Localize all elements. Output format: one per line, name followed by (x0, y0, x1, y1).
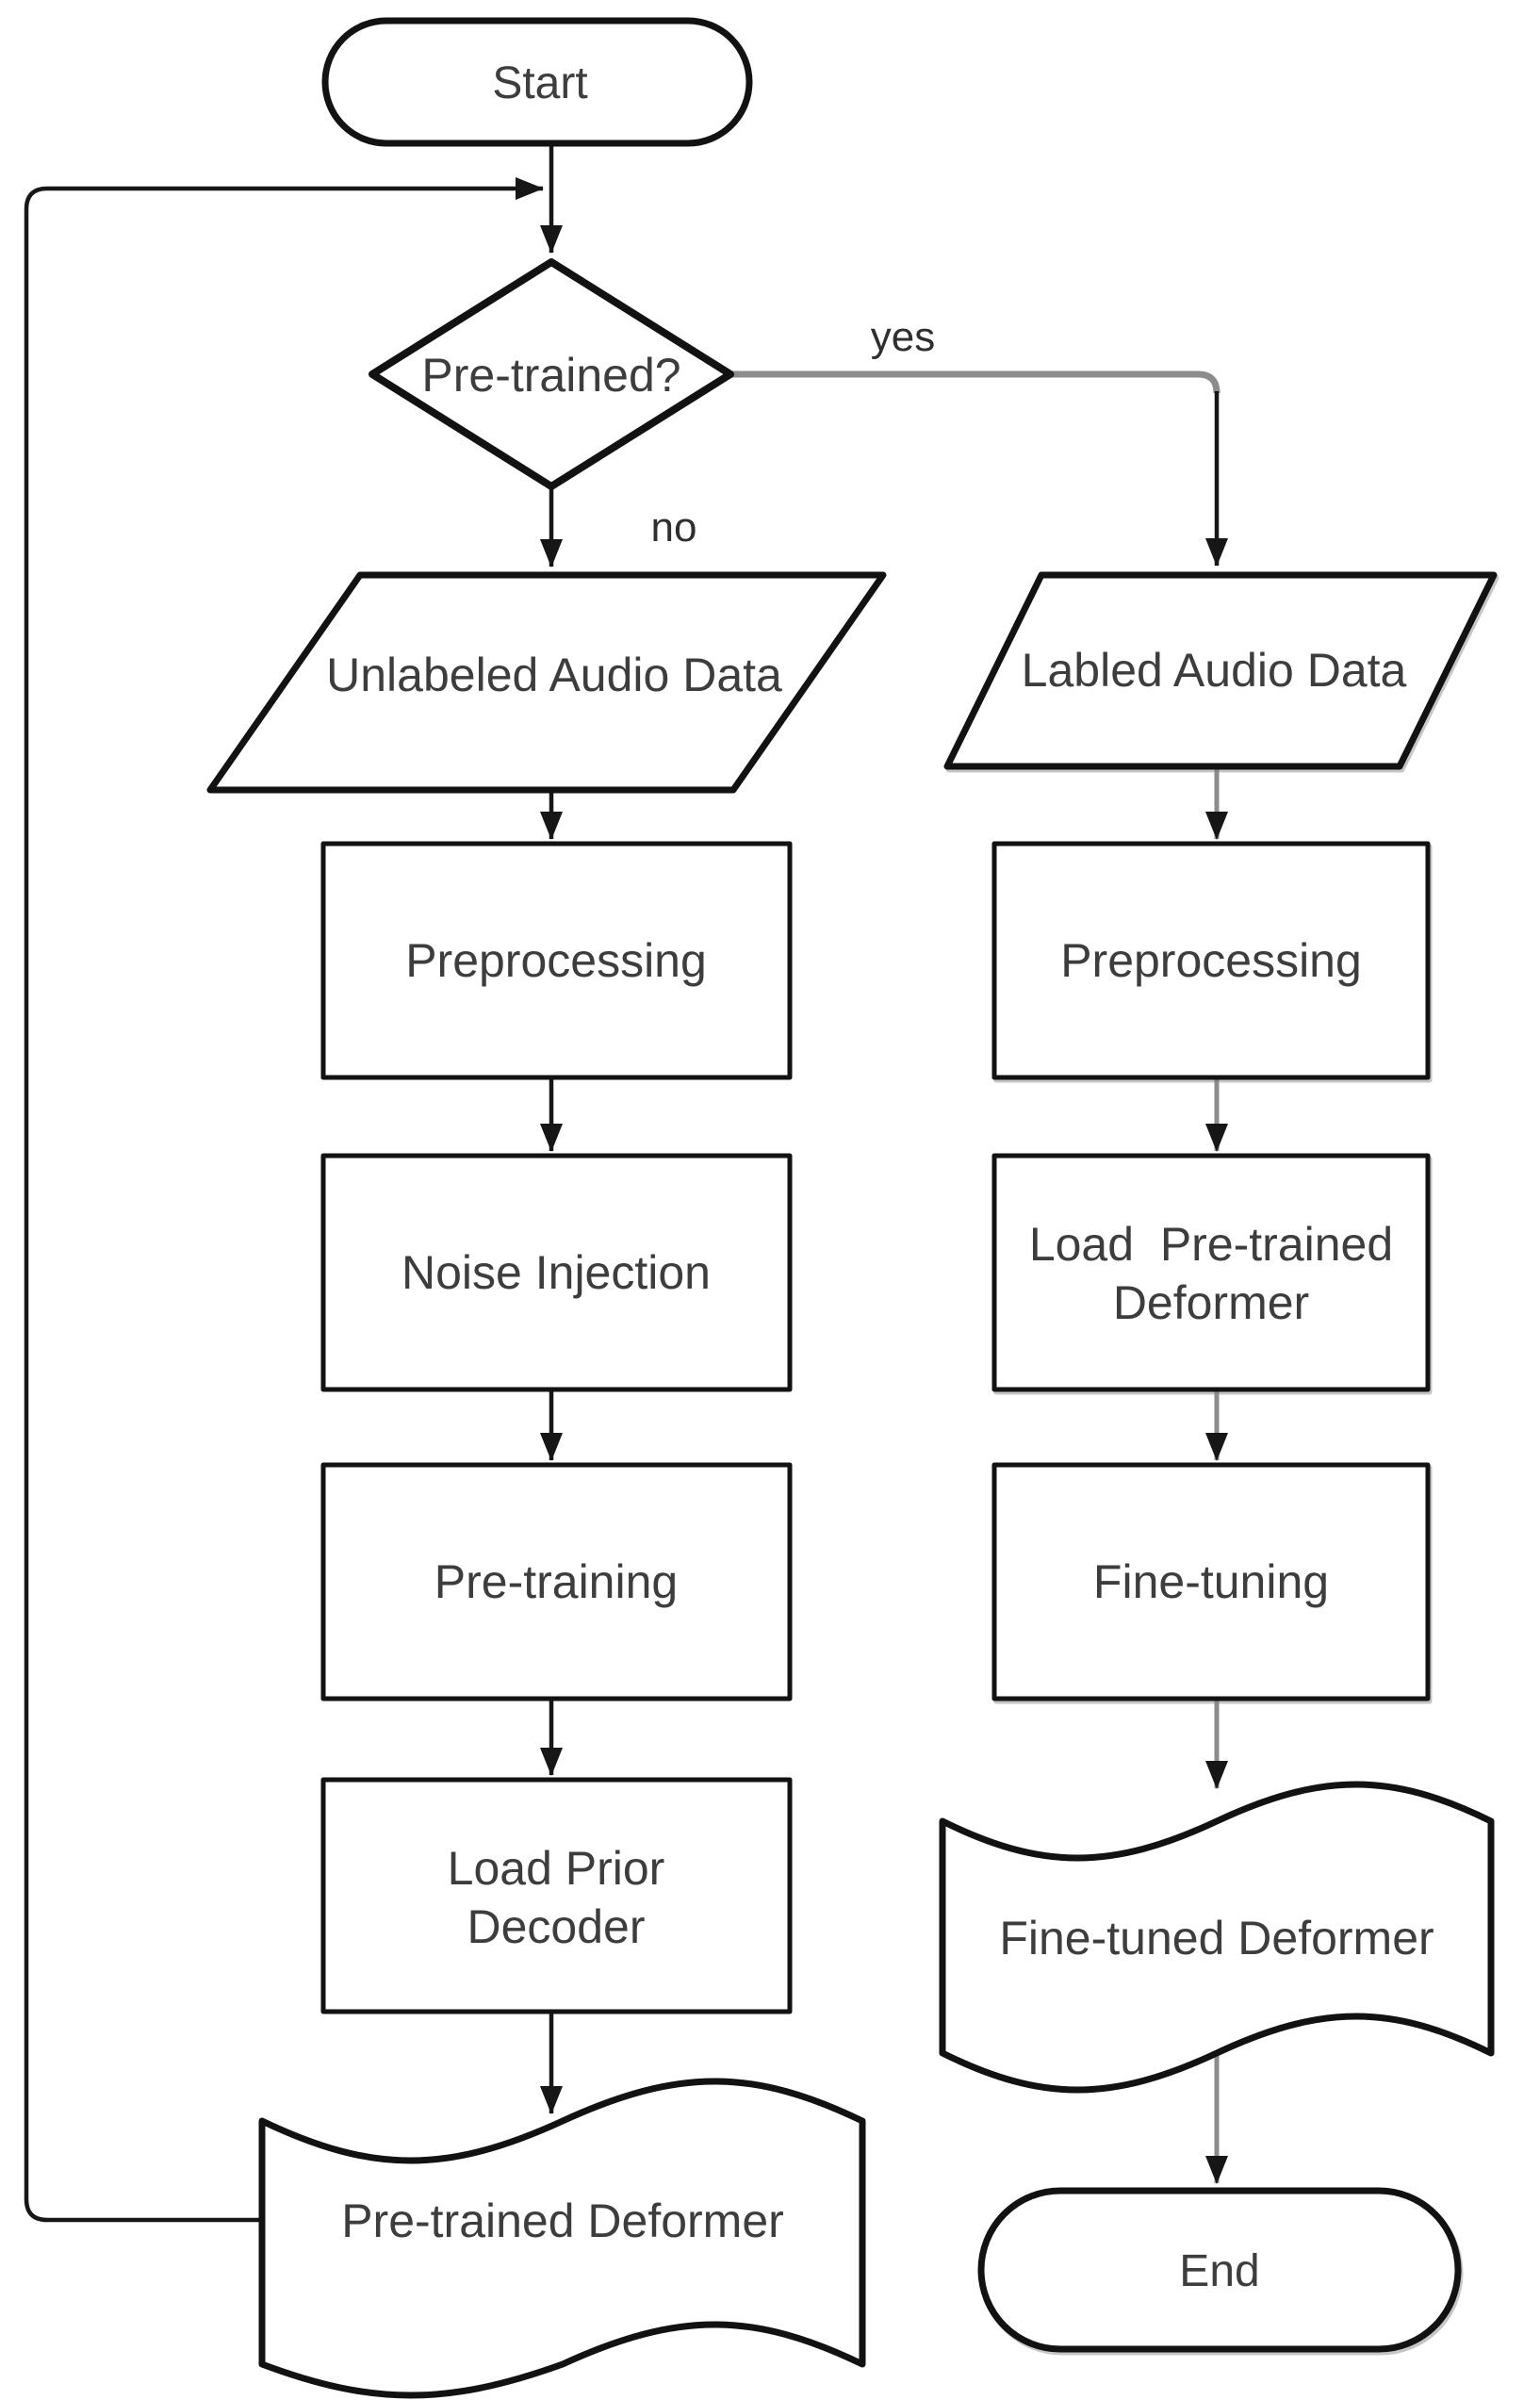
branch-yes-label: yes (871, 314, 935, 360)
edge-decision-yes-horizontal (730, 370, 1221, 394)
node-labeled-audio-data: Labled Audio Data (943, 571, 1498, 770)
pre-trained-deformer-label: Pre-trained Deformer (341, 2195, 784, 2247)
pre-training-label: Pre-training (434, 1555, 678, 1608)
node-load-pre-trained-deformer: Load Pre-trained Deformer (991, 1153, 1431, 1392)
load-prior-decoder-shape (320, 1777, 793, 2014)
decision-label: Pre-trained? (421, 349, 680, 402)
fine-tuning-shape (991, 1462, 1431, 1701)
preprocessing-left-label: Preprocessing (405, 934, 707, 987)
start-label: Start (492, 58, 587, 108)
node-end: End (977, 2187, 1462, 2353)
preprocessing-left-shape (320, 841, 793, 1080)
edges (24, 143, 1228, 2223)
noise-injection-shape (320, 1153, 793, 1392)
node-noise-injection: Noise Injection (320, 1153, 793, 1392)
node-decision: Pre-trained? (369, 258, 734, 490)
load-pre-trained-deformer-shape (991, 1153, 1431, 1392)
node-start: Start (321, 17, 753, 147)
node-unlabeled-audio-data: Unlabeled Audio Data (206, 571, 887, 794)
end-label: End (1179, 2246, 1259, 2296)
preprocessing-right-shape (991, 841, 1431, 1080)
fine-tuning-label: Fine-tuning (1093, 1555, 1329, 1608)
start-shape (321, 17, 753, 147)
node-fine-tuned-deformer: Fine-tuned Deformer (939, 1781, 1495, 2094)
load-prior-decoder-label-line1: Load Prior (448, 1842, 665, 1895)
noise-injection-label: Noise Injection (401, 1246, 711, 1299)
preprocessing-right-label: Preprocessing (1060, 934, 1362, 987)
node-load-prior-decoder: Load Prior Decoder (320, 1777, 793, 2014)
load-pre-trained-deformer-label-line2: Deformer (1113, 1276, 1309, 1329)
node-fine-tuning: Fine-tuning (991, 1462, 1431, 1701)
decision-shape (369, 258, 734, 490)
branch-no-label: no (651, 504, 697, 551)
unlabeled-audio-data-shape (206, 571, 887, 794)
fine-tuned-deformer-shape (939, 1781, 1495, 2094)
node-preprocessing-right: Preprocessing (991, 841, 1431, 1080)
node-preprocessing-left: Preprocessing (320, 841, 793, 1080)
labeled-audio-data-label: Labled Audio Data (1022, 644, 1407, 697)
load-prior-decoder-label-line2: Decoder (467, 1900, 646, 1953)
end-shape (977, 2187, 1462, 2353)
node-pre-trained-deformer: Pre-trained Deformer (258, 2078, 866, 2399)
unlabeled-audio-data-label: Unlabeled Audio Data (326, 649, 782, 701)
fine-tuned-deformer-label: Fine-tuned Deformer (999, 1912, 1434, 1964)
pre-training-shape (320, 1462, 793, 1701)
node-pre-training: Pre-training (320, 1462, 793, 1701)
load-pre-trained-deformer-label-line1: Load Pre-trained (1029, 1218, 1393, 1271)
edge-loopback-pretrained-deformer (24, 177, 544, 2223)
pre-trained-deformer-shape (258, 2078, 866, 2399)
labeled-audio-data-shape (943, 571, 1498, 770)
